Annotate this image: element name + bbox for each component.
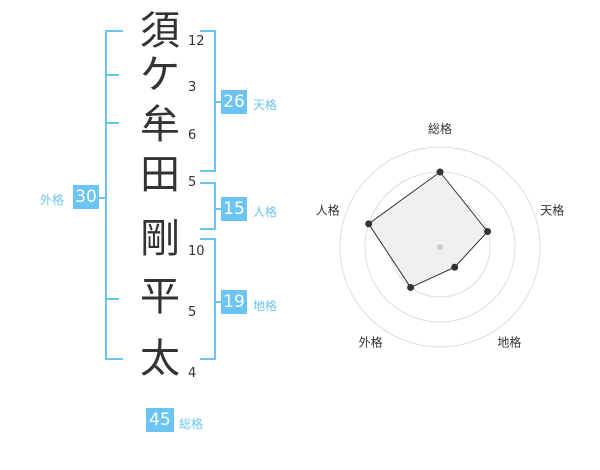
name-char-6: 平 — [140, 274, 180, 320]
name-char-5: 剛 — [140, 216, 180, 262]
radar-point-2 — [451, 263, 459, 271]
jinkaku-value: 15 — [221, 197, 247, 221]
stroke-count-2: 3 — [188, 80, 197, 95]
stroke-count-4: 5 — [188, 175, 197, 190]
radar-axis-label-4: 人格 — [316, 203, 340, 218]
jinkaku-label: 人格 — [253, 205, 278, 219]
name-char-4: 田 — [140, 152, 180, 198]
radar-point-0 — [436, 168, 444, 176]
radar-polygon — [367, 171, 489, 289]
stroke-count-6: 5 — [188, 305, 197, 320]
name-char-7: 太 — [140, 336, 180, 382]
radar-axis-label-0: 総格 — [428, 121, 452, 136]
tenkaku-value: 26 — [221, 90, 247, 114]
radar-axis-label-1: 天格 — [540, 203, 564, 218]
stroke-count-5: 10 — [188, 244, 205, 259]
name-char-1: 須 — [140, 8, 180, 54]
chikaku-label: 地格 — [253, 299, 278, 313]
stroke-count-7: 4 — [188, 366, 197, 381]
radar-points — [365, 168, 492, 291]
stroke-count-3: 6 — [188, 128, 197, 143]
soukaku-label: 総格 — [179, 417, 204, 431]
chikaku-value: 19 — [221, 290, 247, 314]
radar-point-1 — [484, 228, 492, 236]
radar-point-3 — [407, 283, 415, 291]
radar-ring-4 — [339, 146, 541, 348]
radar-axis-label-2: 地格 — [497, 334, 521, 349]
radar-axis-label-3: 外格 — [359, 334, 383, 349]
radar-center-dot — [437, 244, 443, 250]
gaikaku-value: 30 — [73, 185, 99, 209]
radar-point-4 — [365, 220, 373, 228]
gaikaku-label: 外格 — [40, 193, 65, 207]
soukaku-value: 45 — [146, 408, 174, 432]
name-char-3: 牟 — [140, 102, 180, 148]
stroke-count-1: 12 — [188, 34, 205, 49]
tenkaku-label: 天格 — [253, 98, 278, 112]
name-char-2: ケ — [140, 52, 180, 98]
